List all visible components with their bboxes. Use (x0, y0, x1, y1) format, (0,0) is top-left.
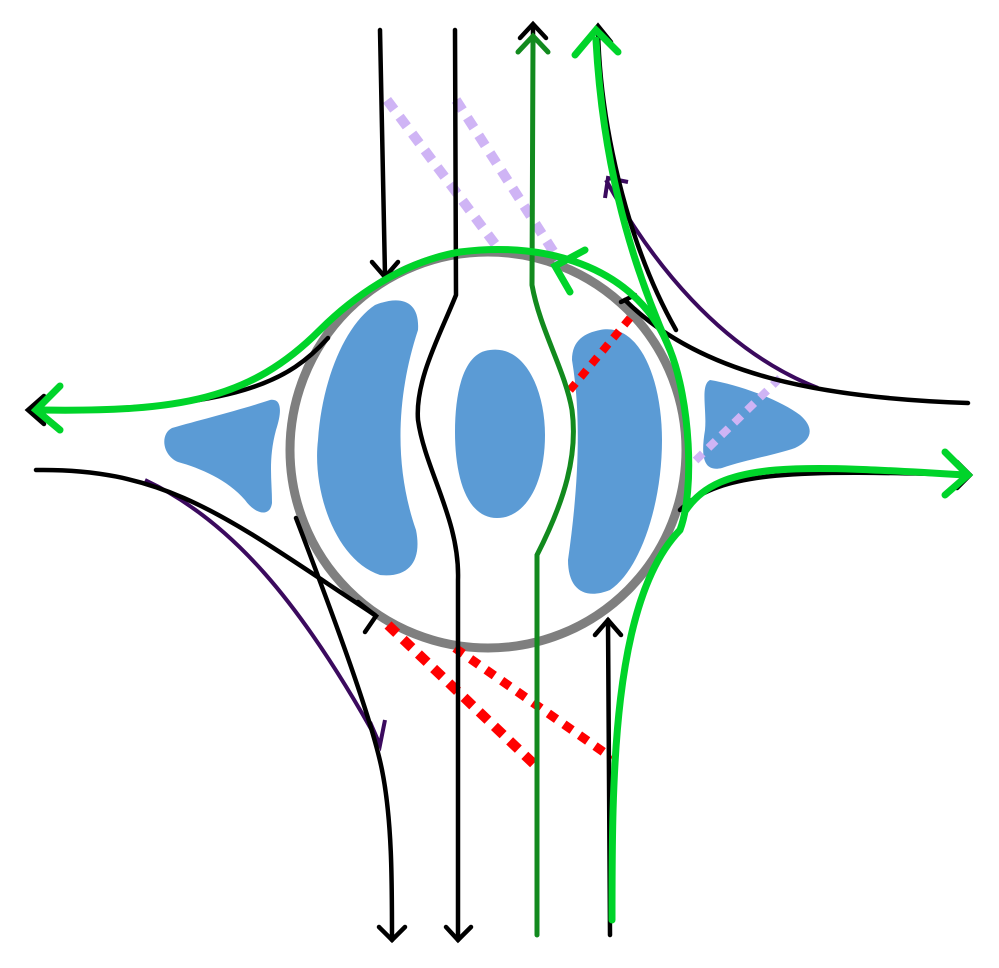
bypass-path-southwest (144, 478, 382, 746)
splitter-island-east (703, 380, 810, 469)
crosswalk-east (691, 375, 783, 465)
green-path-north-exit (592, 36, 674, 354)
inner-island-center (455, 349, 545, 518)
arrow-south-through (443, 924, 474, 944)
crosswalk-north-2 (451, 97, 567, 268)
arrow-west-inbound (355, 599, 380, 635)
green-arrow-west (30, 382, 64, 434)
green-path (30, 24, 974, 924)
green-path-south-to-west (36, 246, 693, 924)
arrow-north-exit-black (517, 20, 549, 41)
bypass-arrow-northeast (603, 175, 629, 199)
crosswalks (383, 97, 783, 770)
crosswalk-south-1 (384, 621, 540, 770)
arrow-south-inbound (592, 616, 624, 638)
traffic-islands (164, 300, 810, 594)
arrow-west-outbound (24, 393, 47, 427)
inner-island-left (317, 300, 419, 576)
green-path-east-exit (682, 465, 969, 514)
path-north-inbound-1 (377, 27, 388, 278)
inner-island-right (568, 329, 662, 594)
green-arrow-north-exit (571, 24, 622, 59)
arrow-southwest-exit (376, 924, 408, 944)
crosswalk-north-1 (383, 97, 502, 251)
green-arrow-ring (550, 246, 589, 296)
path-southwest-exit (293, 515, 395, 943)
crosswalk-south-2 (452, 644, 615, 762)
path-south-to-north (529, 37, 576, 938)
dark-green-path (515, 32, 576, 938)
path-north-through (415, 27, 461, 943)
arrow-north-dark-green (515, 32, 551, 55)
green-arrow-east (941, 448, 974, 499)
splitter-island-west (164, 399, 280, 513)
